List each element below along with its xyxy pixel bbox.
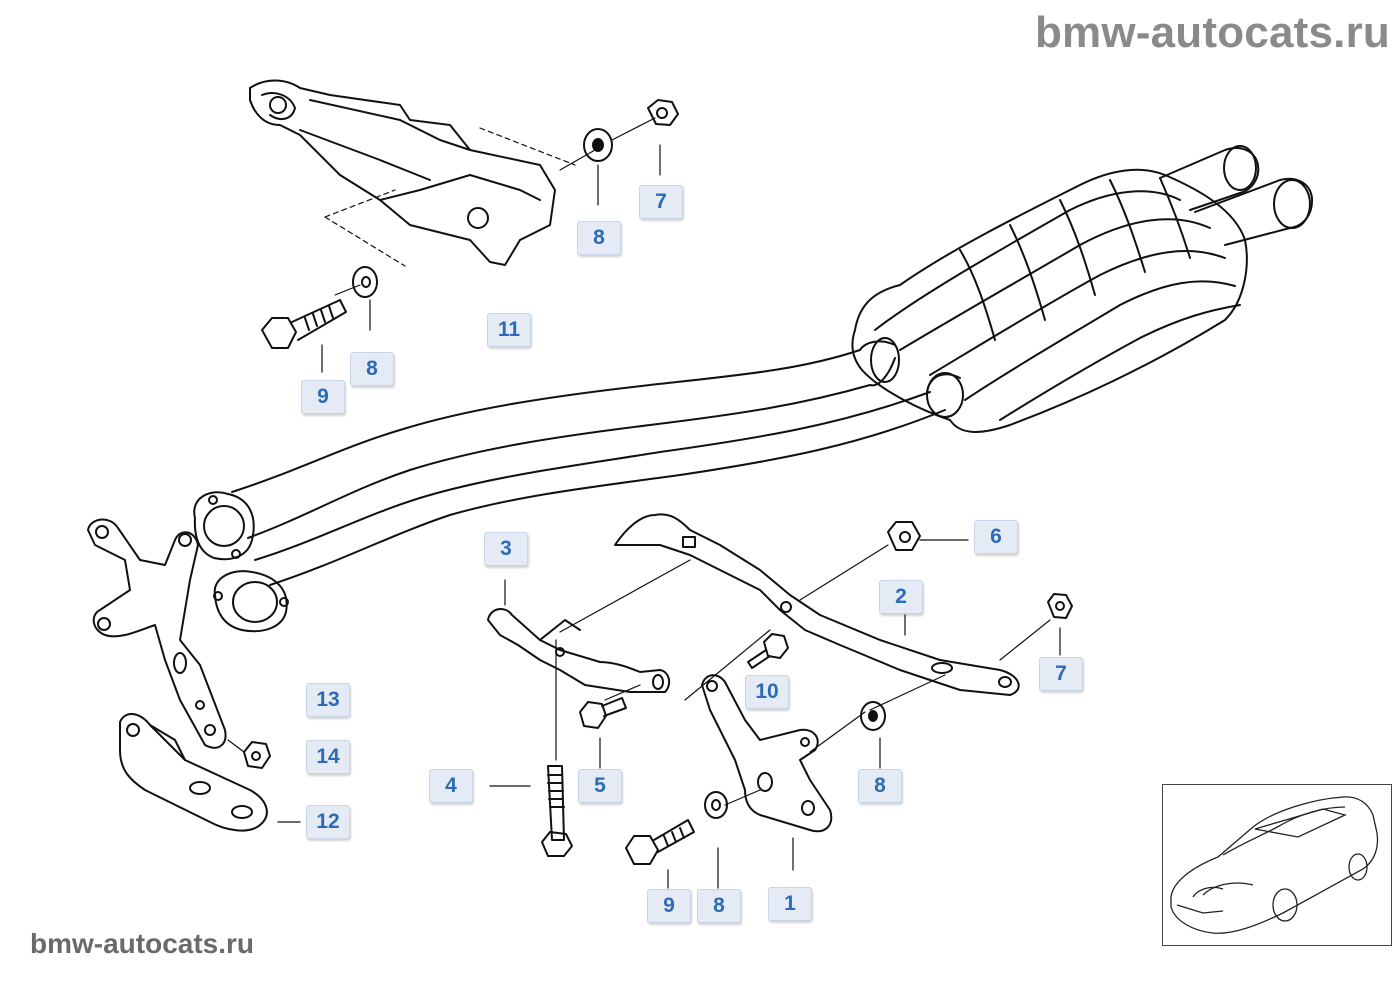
- callout-part-9[interactable]: 9: [647, 889, 691, 923]
- nut-7-top-icon: [647, 99, 679, 126]
- callout-part-4[interactable]: 4: [429, 769, 473, 803]
- heat-shield-bracket: [249, 79, 556, 266]
- callout-part-8[interactable]: 8: [350, 352, 394, 386]
- nut-7-right-icon: [1047, 593, 1073, 619]
- nut-14-icon: [243, 741, 271, 769]
- guide-lines: [321, 117, 661, 373]
- callout-part-12[interactable]: 12: [306, 805, 350, 839]
- front-exhaust-pipe: [193, 337, 964, 633]
- callout-part-3[interactable]: 3: [484, 532, 528, 566]
- bolt-9-left-icon: [261, 299, 347, 349]
- callout-part-8[interactable]: 8: [697, 889, 741, 923]
- callout-part-6[interactable]: 6: [974, 520, 1018, 554]
- nut-6-icon: [887, 521, 921, 551]
- guide-lines-top: [324, 127, 576, 267]
- callout-part-8[interactable]: 8: [577, 221, 621, 255]
- callout-part-11[interactable]: 11: [487, 313, 531, 347]
- bracket-13: [87, 518, 227, 749]
- callout-part-7[interactable]: 7: [639, 185, 683, 219]
- callout-part-13[interactable]: 13: [306, 683, 350, 717]
- callout-part-14[interactable]: 14: [306, 740, 350, 774]
- bolt-10-icon: [747, 633, 789, 669]
- callout-part-2[interactable]: 2: [879, 580, 923, 614]
- bolt-4-icon: [541, 765, 573, 857]
- callout-part-1[interactable]: 1: [768, 887, 812, 921]
- callout-part-10[interactable]: 10: [745, 675, 789, 709]
- callout-part-8[interactable]: 8: [858, 769, 902, 803]
- bracket-2: [614, 513, 1020, 696]
- guide-lines-left: [227, 739, 301, 823]
- bracket-1: [701, 674, 833, 833]
- washer-8-right-icon: [860, 701, 886, 731]
- bolt-5-icon: [579, 697, 627, 729]
- car-sedan-icon: [1170, 796, 1379, 934]
- watermark-bottom: bmw-autocats.ru: [30, 928, 255, 959]
- rear-silencer: [851, 145, 1314, 433]
- callout-part-5[interactable]: 5: [578, 769, 622, 803]
- guide-lines-center: [489, 539, 1061, 889]
- washer-8-top-icon: [583, 128, 613, 162]
- callout-part-7[interactable]: 7: [1039, 657, 1083, 691]
- bolt-9-bottom-icon: [625, 819, 695, 865]
- watermark-top: bmw-autocats.ru: [1034, 8, 1390, 57]
- washer-8-left-icon: [352, 266, 378, 298]
- bracket-3: [487, 608, 671, 693]
- car-location-thumbnail: [1162, 784, 1392, 946]
- callout-part-9[interactable]: 9: [301, 380, 345, 414]
- bracket-12: [119, 713, 268, 832]
- washer-8-bottom-icon: [704, 791, 728, 819]
